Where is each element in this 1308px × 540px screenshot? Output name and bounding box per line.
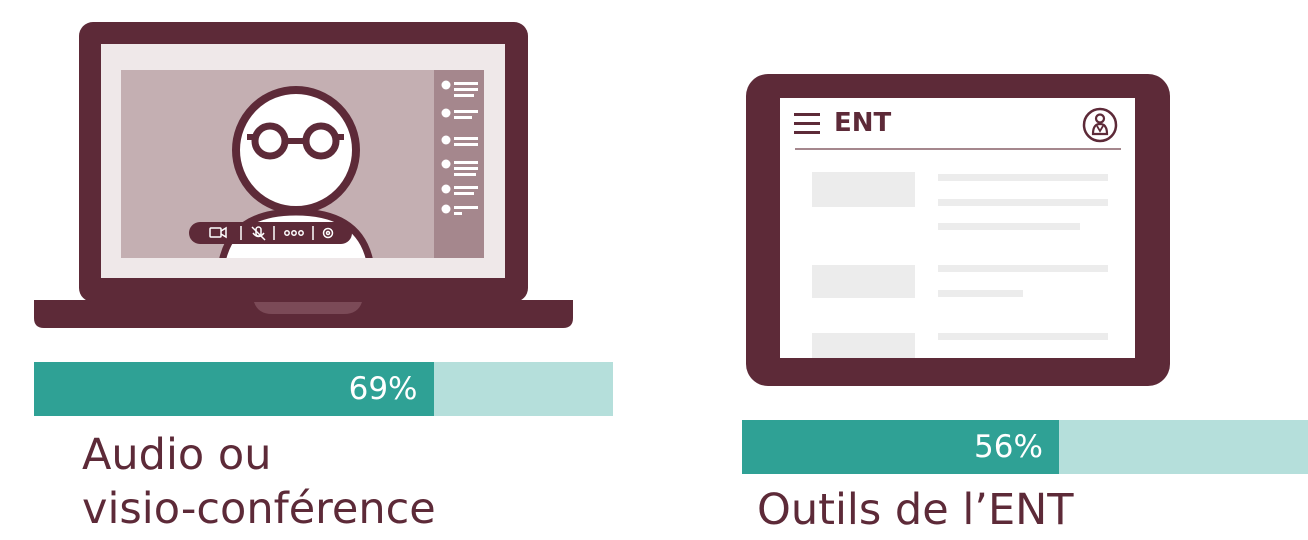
progress-value: 56%	[974, 428, 1043, 465]
caption-line: Outils de l’ENT	[757, 485, 1074, 535]
tablet-ent-icon	[746, 74, 1170, 386]
user-profile-icon[interactable]	[1082, 107, 1118, 143]
caption-line: visio-conférence	[82, 484, 436, 535]
progress-value: 69%	[348, 370, 418, 407]
progress-bar-visio: 69%	[34, 362, 613, 416]
mic-off-icon[interactable]	[249, 224, 269, 242]
caption-visio: Audio ou visio-conférence	[82, 428, 436, 536]
hamburger-menu-icon[interactable]	[794, 113, 820, 134]
tablet-header: ENT	[780, 100, 1135, 146]
progress-bar-ent: 56%	[742, 420, 1308, 474]
caption-line: Audio ou	[82, 430, 272, 480]
progress-bar-fill: 56%	[742, 420, 1059, 474]
more-icon[interactable]	[281, 224, 307, 242]
laptop-videoconference-icon	[34, 22, 573, 328]
settings-icon[interactable]	[320, 224, 338, 242]
camera-icon[interactable]	[205, 224, 229, 242]
tablet-header-title: ENT	[834, 108, 892, 138]
progress-bar-fill: 69%	[34, 362, 434, 416]
caption-ent: Outils de l’ENT	[757, 483, 1074, 537]
